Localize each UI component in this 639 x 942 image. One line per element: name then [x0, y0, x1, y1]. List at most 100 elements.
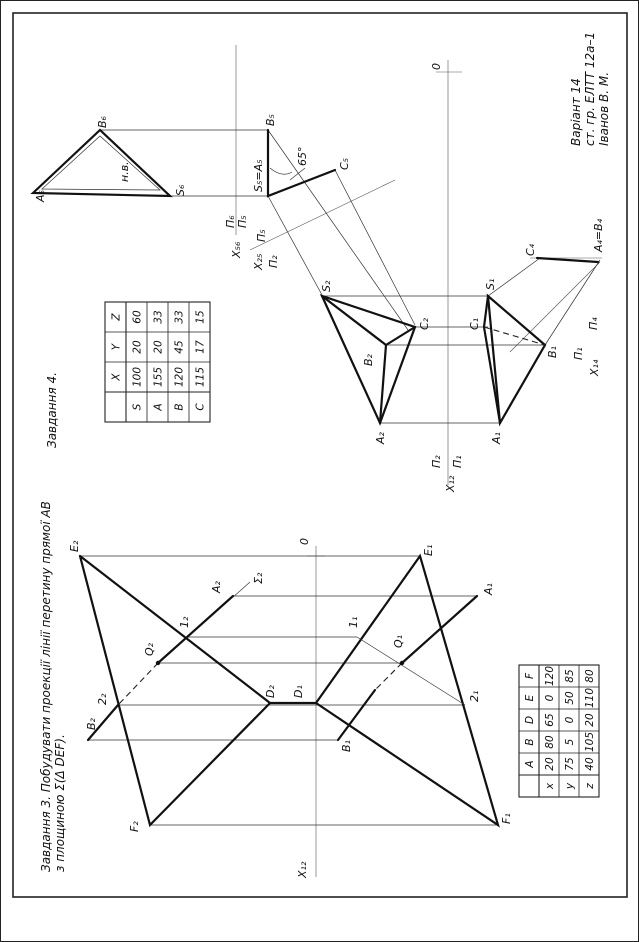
label-b2: B₂ — [85, 717, 98, 730]
pyramid-horizontal-hidden-cb — [483, 326, 546, 346]
task3-drawing — [78, 546, 500, 877]
label-a1: A₁ — [482, 583, 495, 596]
label-pi4: Π₄ — [587, 317, 600, 330]
label-s5-a5: S₅=A₅ — [252, 159, 265, 192]
pyramid-frontal-edge-bc — [384, 325, 417, 347]
label-pi2-a: Π₂ — [267, 255, 280, 268]
label-pi5-b: Π₅ — [255, 229, 268, 242]
pyramid-horizontal-edge-sc — [482, 294, 490, 329]
label-d1: D₁ — [292, 685, 305, 698]
link-b5-b2 — [267, 129, 409, 331]
line-ab-horizontal-b — [336, 688, 377, 742]
task4-table-cell: 20 — [132, 340, 144, 354]
label-b5: B₅ — [264, 114, 277, 126]
point-q1 — [399, 660, 405, 666]
pyramid-frontal-outline — [319, 294, 417, 426]
axis-x14 — [509, 261, 601, 353]
stamp-variant: Варіант 14 — [569, 78, 583, 146]
task4-table-cell: 17 — [195, 340, 207, 354]
task3-table-cell: 65 — [544, 713, 556, 727]
label-f2: F₂ — [128, 821, 141, 832]
task4-table-cell: 115 — [195, 367, 207, 387]
aux-line-12-horizontal — [356, 636, 466, 706]
label-true-size: н.в. — [118, 161, 131, 182]
task3-table-cell: 105 — [584, 732, 596, 752]
label-b1-pyr: B₁ — [546, 346, 559, 358]
label-c2: C₂ — [418, 317, 431, 330]
line-ab-frontal-end — [86, 703, 120, 742]
task3-table-cell: 20 — [544, 757, 556, 771]
label-b6: B₆ — [96, 115, 109, 128]
sigma2-trace — [231, 581, 251, 599]
label-a2-pyr: A₂ — [374, 431, 387, 445]
label-e2: E₂ — [68, 540, 81, 552]
link-s5-s2 — [267, 195, 323, 296]
task3-table-cell: x — [544, 782, 556, 790]
task4-table-cell: 155 — [153, 367, 165, 387]
label-x12: X₁₂ — [444, 475, 457, 493]
task3-table-cell: 20 — [584, 713, 596, 727]
label-a4-b4: A₄=B₄ — [592, 218, 605, 253]
label-s1: S₁ — [484, 279, 497, 290]
task4-table-cell: B — [174, 403, 186, 410]
label-b1: B₁ — [340, 740, 353, 752]
task3-table-cell: 75 — [564, 757, 576, 771]
edge-view-c4-a4b4 — [535, 256, 600, 264]
label-task3-x12: X₁₂ — [296, 861, 309, 879]
task3-table-cell: E — [524, 694, 536, 701]
task3-table-cell: z — [584, 783, 596, 790]
task4-table-cell: Z — [111, 313, 123, 322]
task4-table-cell: Y — [111, 342, 123, 350]
angle-arc — [269, 167, 293, 175]
label-c5: C₅ — [338, 158, 351, 170]
triangle-true-size — [30, 128, 173, 198]
task4-table-cell: X — [111, 373, 123, 382]
task4-title: Завдання 4. — [45, 372, 59, 448]
link-b1-b4 — [544, 259, 601, 346]
task4-table-cell: 60 — [132, 310, 144, 324]
stamp-name: Іванов В. М. — [597, 72, 611, 146]
label-a2: A₂ — [210, 580, 223, 594]
label-pi1-b: Π₁ — [451, 455, 464, 468]
inner-frame — [12, 12, 628, 898]
task3-table-cell: y — [564, 782, 576, 790]
label-a1-pyr: A₁ — [490, 432, 503, 445]
line-ab-frontal-hidden — [117, 662, 159, 706]
edge-view-b5-s5-c5 — [266, 128, 337, 198]
pyramid-horizontal-edge-ca — [482, 325, 502, 425]
axis-x25 — [249, 179, 396, 251]
task3-table-cell: 80 — [544, 735, 556, 749]
label-a6: A₆ — [34, 189, 47, 203]
label-pi1-a: Π₁ — [572, 347, 585, 360]
task4-table-cell: S — [132, 403, 144, 410]
label-q2: Q₂ — [143, 642, 156, 656]
task4-table-cell: 120 — [174, 367, 186, 387]
task3-title-line2: з площиною Σ(Δ DEF). — [53, 734, 67, 872]
triangle-true-size-inner — [41, 135, 161, 191]
task3-table-cell: 85 — [564, 669, 576, 683]
task3-table-cell: D — [524, 716, 536, 724]
task3-table-cell: 0 — [544, 694, 556, 701]
task3-table-cell: F — [524, 672, 536, 679]
task4-table-cell: A — [153, 403, 165, 411]
line-ab-frontal-visible — [156, 594, 235, 665]
task3-table-cell: 120 — [544, 666, 556, 686]
pyramid-horizontal-outline — [486, 293, 547, 427]
label-2-1: 2₁ — [468, 691, 481, 702]
task3-table-cell: A — [524, 760, 536, 768]
label-x14: X₁₄ — [588, 359, 601, 377]
line-ab-horizontal-a — [400, 594, 479, 665]
label-e1: E₁ — [422, 545, 435, 556]
link-c5-c2 — [334, 169, 416, 326]
task3-title-line1: Завдання 3. Побудувати проекції лінії пе… — [39, 501, 53, 872]
task3-table-cell: 50 — [564, 691, 576, 705]
task3-table-cell: 110 — [584, 688, 596, 708]
label-pi5-a: Π₅ — [236, 215, 249, 228]
task4-table-cell: 33 — [153, 310, 165, 323]
label-x56: X₅₆ — [230, 241, 243, 259]
task3-table-cell: 40 — [584, 757, 596, 771]
